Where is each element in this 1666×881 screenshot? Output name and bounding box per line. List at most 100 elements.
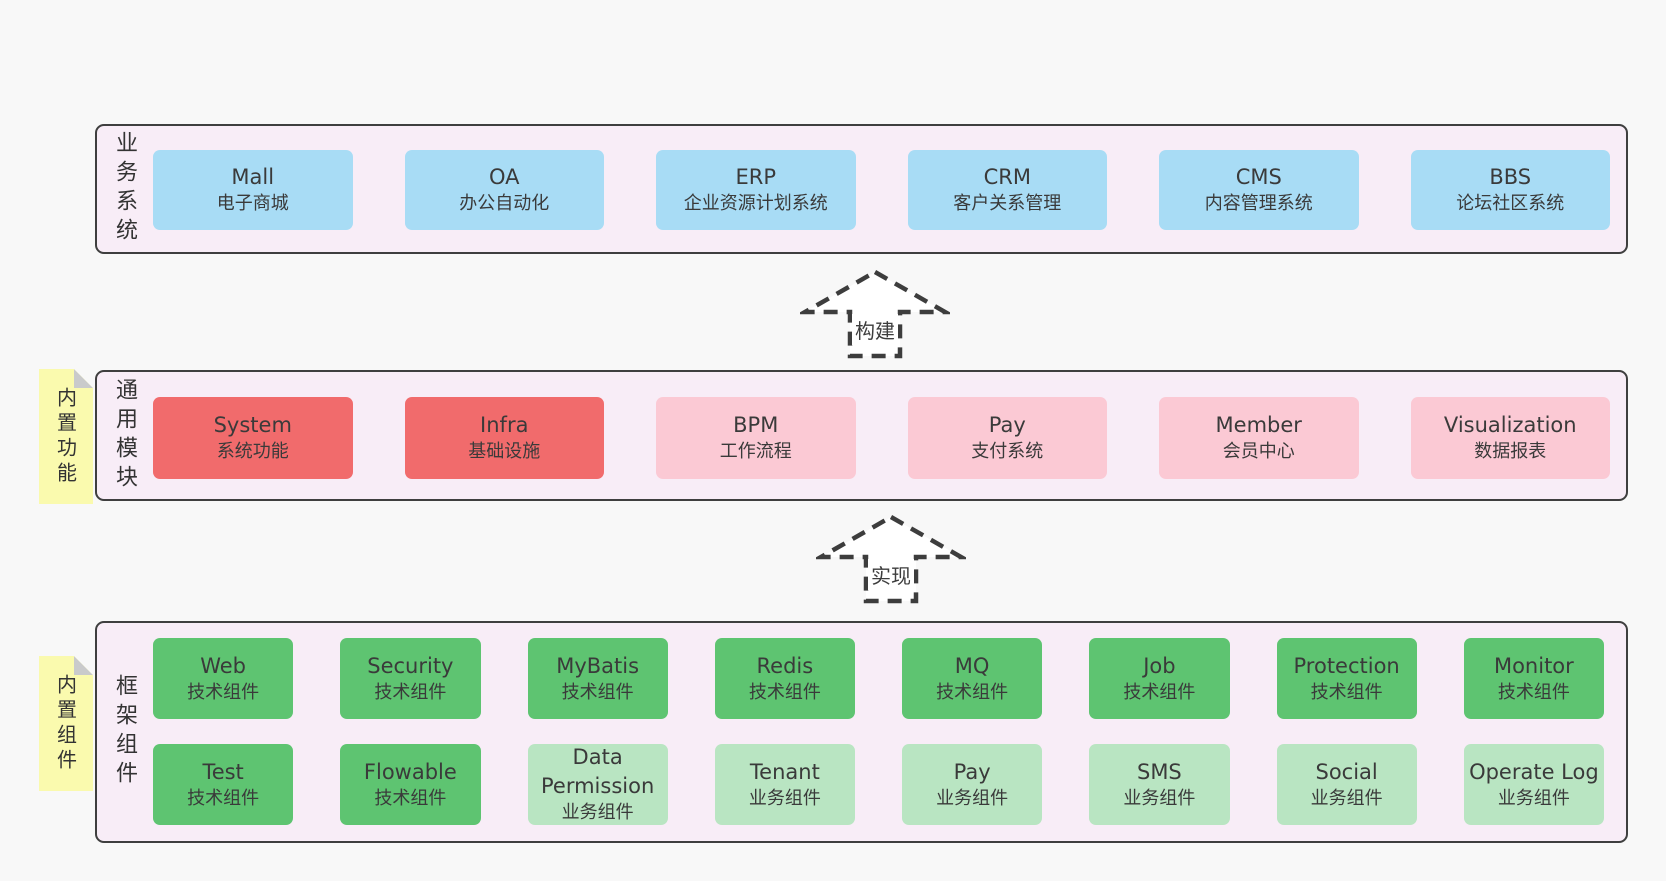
- box-subtitle: 办公自动化: [459, 193, 550, 215]
- box-protection: Protection 技术组件: [1276, 638, 1417, 719]
- section-label-business-systems: 业务系统: [112, 131, 137, 247]
- framework-components-row-2: Test 技术组件 Flowable 技术组件 Data Permission …: [153, 744, 1604, 825]
- box-title: MQ: [954, 653, 990, 678]
- arrow-build: 构建: [800, 268, 950, 360]
- arrow-label: 实现: [868, 559, 914, 590]
- box-title: SMS: [1136, 759, 1182, 784]
- sticky-note-built-in-features: 内置功能: [39, 369, 93, 504]
- box-subtitle: 技术组件: [374, 681, 447, 703]
- box-subtitle: 基础设施: [468, 441, 541, 463]
- box-subtitle: 企业资源计划系统: [683, 193, 828, 215]
- box-mq: MQ 技术组件: [902, 638, 1043, 719]
- box-mybatis: MyBatis 技术组件: [527, 638, 668, 719]
- box-title: ERP: [735, 165, 777, 190]
- box-data-permission: Data Permission 业务组件: [527, 744, 668, 825]
- box-pay: Pay 支付系统: [907, 397, 1107, 479]
- framework-components-row-1: Web 技术组件 Security 技术组件 MyBatis 技术组件 Redi…: [153, 638, 1604, 719]
- box-subtitle: 系统功能: [216, 441, 289, 463]
- box-subtitle: 业务组件: [936, 787, 1009, 809]
- box-test: Test 技术组件: [153, 744, 294, 825]
- section-label-framework-components: 框架组件: [112, 674, 137, 790]
- box-subtitle: 技术组件: [1123, 681, 1196, 703]
- box-member: Member 会员中心: [1159, 397, 1359, 479]
- box-title: CRM: [983, 165, 1031, 190]
- box-subtitle: 支付系统: [971, 441, 1044, 463]
- box-title: CMS: [1235, 165, 1282, 190]
- box-title: Member: [1215, 413, 1302, 438]
- box-subtitle: 技术组件: [187, 681, 260, 703]
- sticky-note-label: 内置组件: [53, 673, 78, 774]
- box-sms: SMS 业务组件: [1089, 744, 1230, 825]
- box-subtitle: 技术组件: [748, 681, 821, 703]
- box-subtitle: 业务组件: [1497, 787, 1570, 809]
- box-subtitle: 技术组件: [1310, 681, 1383, 703]
- common-modules-row: System 系统功能 Infra 基础设施 BPM 工作流程 Pay 支付系统…: [153, 397, 1610, 479]
- box-operate-log: Operate Log 业务组件: [1463, 744, 1604, 825]
- box-subtitle: 电子商城: [216, 193, 289, 215]
- box-subtitle: 业务组件: [748, 787, 821, 809]
- box-title: Pay: [988, 413, 1026, 438]
- box-subtitle: 技术组件: [936, 681, 1009, 703]
- box-title: BBS: [1489, 165, 1532, 190]
- box-title: Flowable: [363, 759, 457, 784]
- box-subtitle: 数据报表: [1474, 441, 1547, 463]
- box-subtitle: 技术组件: [374, 787, 447, 809]
- box-subtitle: 客户关系管理: [953, 193, 1062, 215]
- box-bpm: BPM 工作流程: [656, 397, 856, 479]
- section-label-common-modules: 通用模块: [112, 377, 137, 494]
- arrow-label: 构建: [852, 314, 898, 345]
- box-oa: OA 办公自动化: [404, 150, 604, 230]
- box-subtitle: 技术组件: [561, 681, 634, 703]
- box-title: System: [213, 413, 292, 438]
- box-redis: Redis 技术组件: [714, 638, 855, 719]
- box-title: BPM: [733, 413, 779, 438]
- box-security: Security 技术组件: [340, 638, 481, 719]
- box-title: Protection: [1293, 653, 1400, 678]
- box-web: Web 技术组件: [153, 638, 294, 719]
- box-title: Infra: [480, 413, 529, 438]
- folded-corner-icon: [74, 369, 93, 388]
- box-title: Security: [367, 653, 454, 678]
- box-title: Web: [200, 653, 247, 678]
- box-subtitle: 内容管理系统: [1204, 193, 1313, 215]
- box-subtitle: 业务组件: [1310, 787, 1383, 809]
- box-title: Redis: [756, 653, 814, 678]
- box-title: Visualization: [1443, 413, 1577, 438]
- box-subtitle: 技术组件: [1497, 681, 1570, 703]
- box-title: Monitor: [1493, 653, 1574, 678]
- box-flowable: Flowable 技术组件: [340, 744, 481, 825]
- box-infra: Infra 基础设施: [404, 397, 604, 479]
- box-subtitle: 业务组件: [1123, 787, 1196, 809]
- box-title: Data Permission: [540, 745, 655, 799]
- box-title: Job: [1143, 653, 1176, 678]
- box-visualization: Visualization 数据报表: [1410, 397, 1610, 479]
- business-systems-row: Mall 电子商城 OA 办公自动化 ERP 企业资源计划系统 CRM 客户关系…: [153, 150, 1610, 230]
- box-title: Test: [202, 759, 244, 784]
- box-tenant: Tenant 业务组件: [714, 744, 855, 825]
- box-bbs: BBS 论坛社区系统: [1410, 150, 1610, 230]
- section-framework-components: 框架组件 Web 技术组件 Security 技术组件 MyBatis 技术组件…: [95, 621, 1628, 843]
- box-title: Pay: [953, 759, 991, 784]
- box-system: System 系统功能: [153, 397, 353, 479]
- box-social: Social 业务组件: [1276, 744, 1417, 825]
- box-title: Tenant: [749, 759, 820, 784]
- box-mall: Mall 电子商城: [153, 150, 353, 230]
- box-crm: CRM 客户关系管理: [907, 150, 1107, 230]
- sticky-note-built-in-components: 内置组件: [39, 656, 93, 791]
- box-title: Mall: [231, 165, 275, 190]
- box-title: OA: [488, 165, 520, 190]
- box-title: Social: [1315, 759, 1378, 784]
- arrow-implement: 实现: [816, 513, 966, 605]
- box-subtitle: 工作流程: [719, 441, 792, 463]
- folded-corner-icon: [74, 656, 93, 675]
- box-cms: CMS 内容管理系统: [1159, 150, 1359, 230]
- section-business-systems: 业务系统 Mall 电子商城 OA 办公自动化 ERP 企业资源计划系统 CRM…: [95, 124, 1628, 254]
- section-common-modules: 通用模块 System 系统功能 Infra 基础设施 BPM 工作流程 Pay…: [95, 370, 1628, 501]
- sticky-note-label: 内置功能: [53, 386, 78, 487]
- box-subtitle: 论坛社区系统: [1456, 193, 1565, 215]
- box-title: MyBatis: [556, 653, 640, 678]
- box-subtitle: 业务组件: [561, 802, 634, 824]
- box-job: Job 技术组件: [1089, 638, 1230, 719]
- box-erp: ERP 企业资源计划系统: [656, 150, 856, 230]
- box-pay-business: Pay 业务组件: [902, 744, 1043, 825]
